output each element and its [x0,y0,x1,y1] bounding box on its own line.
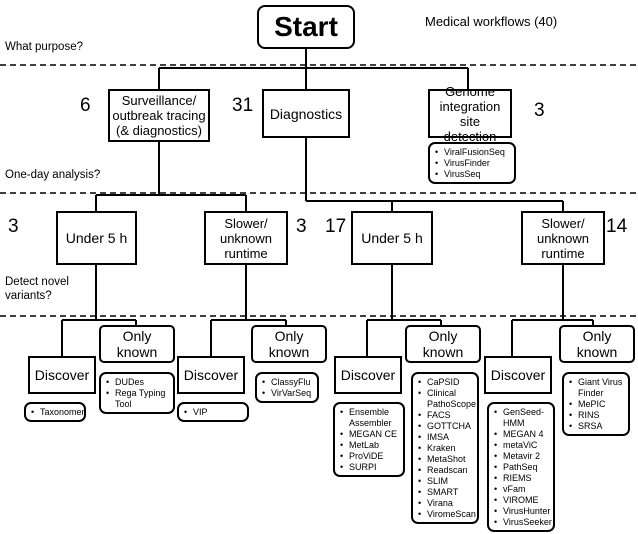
tool-item: MetaShot [417,454,473,465]
tool-item: MEGAN CE [339,429,399,440]
tool-item: Kraken [417,443,473,454]
count-surveillance: 6 [80,95,91,116]
tools-ss-discover: VIP [177,402,249,422]
tool-item: VIROME [493,495,549,506]
count-diag-slower: 14 [606,216,628,237]
tool-item: DUDes [105,377,169,388]
tool-item: MePIC [568,399,624,410]
node-su-only-known: Only known [99,325,175,363]
tool-item: RINS [568,410,624,421]
tool-item: Giant Virus Finder [568,377,624,399]
tool-item: VirusFinder [434,158,510,169]
tool-item: GenSeed- HMM [493,407,549,429]
count-surv-under-5h: 3 [8,216,19,237]
tool-item: SURPI [339,462,399,473]
node-ds-discover: Discover [484,356,552,394]
count-diagnostics: 31 [232,95,254,116]
tool-item: SRSA [568,421,624,432]
tool-item: vFam [493,484,549,495]
tool-item: metaViC [493,440,549,451]
tool-item: CaPSID [417,377,473,388]
tools-du-discover: Ensemble AssemblerMEGAN CEMetLabProViDES… [333,402,405,477]
tools-ss-only-known: ClassyFluVirVarSeq [255,372,319,403]
tools-su-only-known: DUDesRega Typing Tool [99,372,175,414]
node-surveillance: Surveillance/ outbreak tracing (& diagno… [108,89,210,142]
node-diag-under-5h: Under 5 h [351,211,433,265]
tools-ds-only-known: Giant Virus FinderMePICRINSSRSA [562,372,630,436]
tool-item: FACS [417,410,473,421]
node-ds-only-known: Only known [559,325,635,363]
node-diag-slower: Slower/ unknown runtime [521,211,605,265]
tool-item: VIP [183,407,243,418]
tool-item: ProViDE [339,451,399,462]
tools-su-discover: Taxonomer [24,402,86,422]
tool-item: Taxonomer [30,407,85,418]
start-node: Start [257,5,355,49]
question-novel-variants: Detect novel variants? [5,276,69,302]
tool-item: SMART [417,487,473,498]
tool-item: SLIM [417,476,473,487]
tool-item: Clinical PathoScope [417,388,476,410]
diagram-title: Medical workflows (40) [425,14,558,29]
node-du-discover: Discover [334,356,402,394]
count-genome-integration: 3 [534,100,545,121]
tool-item: ViralFusionSeq [434,147,510,158]
tool-item: MetLab [339,440,399,451]
node-diagnostics: Diagnostics [262,89,350,138]
node-genome-integration: Genome integration site detection [428,84,512,144]
tools-genome-integration: ViralFusionSeqVirusFinderVirusSeq [428,142,516,184]
tool-item: Readscan [417,465,473,476]
node-surv-under-5h: Under 5 h [56,211,137,265]
tool-item: ClassyFlu [261,377,313,388]
tool-item: IMSA [417,432,473,443]
count-surv-slower: 3 [296,216,307,237]
tool-item: Virana [417,498,473,509]
tool-item: PathSeq [493,462,549,473]
tools-du-only-known: CaPSIDClinical PathoScopeFACSGOTTCHAIMSA… [411,372,479,524]
node-du-only-known: Only known [405,325,481,363]
count-diag-under-5h: 17 [325,216,347,237]
tool-item: Metavir 2 [493,451,549,462]
tool-item: VirusSeeker [493,517,552,528]
tool-item: VirusHunter [493,506,550,517]
node-ss-discover: Discover [177,356,245,394]
question-one-day: One-day analysis? [5,169,101,181]
tool-item: MEGAN 4 [493,429,549,440]
node-ss-only-known: Only known [251,325,327,363]
question-purpose: What purpose? [5,41,83,53]
tools-ds-discover: GenSeed- HMMMEGAN 4metaViCMetavir 2PathS… [487,402,555,532]
node-surv-slower: Slower/ unknown runtime [204,211,288,265]
tool-item: GOTTCHA [417,421,473,432]
tool-item: Ensemble Assembler [339,407,399,429]
tool-item: VirusSeq [434,169,510,180]
node-su-discover: Discover [28,356,96,394]
tool-item: ViromeScan [417,509,476,520]
tool-item: Rega Typing Tool [105,388,169,410]
tool-item: RIEMS [493,473,549,484]
tool-item: VirVarSeq [261,388,313,399]
